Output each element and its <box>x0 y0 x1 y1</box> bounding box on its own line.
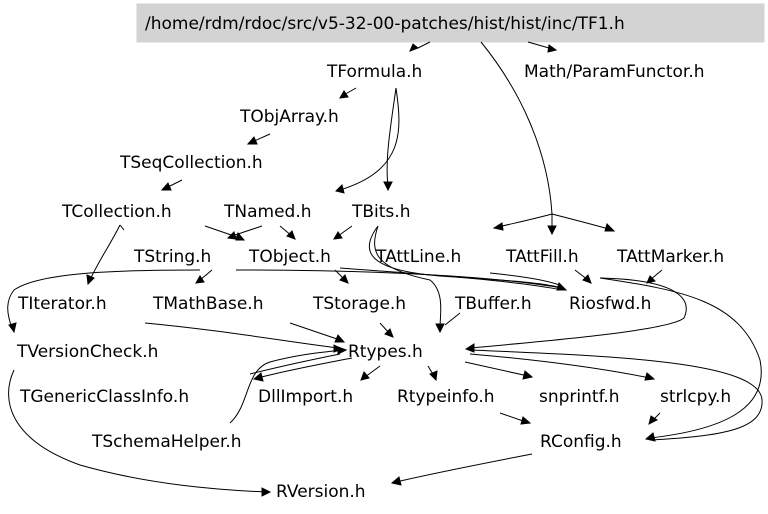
arrowhead <box>646 275 656 284</box>
node-tstring[interactable]: TString.h <box>133 247 211 267</box>
arrowhead <box>261 487 272 497</box>
node-root[interactable]: /home/rdm/rdoc/src/v5-32-00-patches/hist… <box>145 14 625 34</box>
node-tversioncheck[interactable]: TVersionCheck.h <box>16 342 158 362</box>
edge-tbuffer-rconfig <box>599 277 762 439</box>
arrowhead <box>339 274 349 284</box>
node-tnamed[interactable]: TNamed.h <box>223 202 312 222</box>
arrowhead <box>582 274 592 284</box>
edge-rconfig-rversion <box>395 453 533 483</box>
arrowhead <box>360 371 370 381</box>
node-tattline[interactable]: TAttLine.h <box>375 247 461 267</box>
node-tcollection[interactable]: TCollection.h <box>61 202 172 222</box>
arrowhead <box>252 372 264 382</box>
arrowhead <box>226 231 237 240</box>
arrowhead <box>429 370 438 382</box>
edge-tformula-tbits <box>386 87 397 187</box>
arrowhead <box>520 416 532 425</box>
edge-rtypes-snprintf <box>464 361 529 377</box>
node-titerator[interactable]: TIterator.h <box>17 294 107 314</box>
arrowhead <box>335 184 345 194</box>
arrowhead <box>286 230 296 240</box>
node-tformula[interactable]: TFormula.h <box>326 62 422 82</box>
edge-root-tattmarker <box>551 213 613 231</box>
arrowhead <box>195 275 205 284</box>
node-tschemahelper[interactable]: TSchemaHelper.h <box>91 432 242 452</box>
arrowhead <box>86 274 95 286</box>
edge-tversioncheck-rversion <box>8 369 267 493</box>
arrowhead <box>333 231 343 240</box>
edge-tformula-tnamed <box>339 87 400 191</box>
edge-rtypes-strlcpy <box>469 353 651 379</box>
edge-root-tatt <box>480 41 553 215</box>
node-tobjarray[interactable]: TObjArray.h <box>239 107 339 127</box>
node-tobject[interactable]: TObject.h <box>248 247 331 267</box>
arrowhead <box>604 223 616 232</box>
node-rversion[interactable]: RVersion.h <box>276 482 366 502</box>
edge-titerator-rtypes <box>144 322 339 349</box>
arrowhead <box>246 136 258 145</box>
arrowhead <box>334 334 346 343</box>
edge-tattline-riosfwd <box>489 272 563 287</box>
edge-tbits-tobject <box>337 225 353 237</box>
edge-tnamed-tstring <box>231 225 263 237</box>
edge-tattmarker-rtypes <box>469 277 687 349</box>
node-rtypes[interactable]: Rtypes.h <box>348 342 423 362</box>
arrowhead <box>435 323 445 334</box>
edge-root-tformula <box>417 41 431 49</box>
edge-tcollection-titerator <box>89 224 121 281</box>
edge-tbits-rtypes <box>374 225 442 329</box>
arrowhead <box>8 322 17 334</box>
edge-tmathbase-rtypes <box>289 322 341 341</box>
arrowhead <box>464 343 475 353</box>
arrowhead <box>648 415 658 425</box>
arrowhead <box>337 346 348 355</box>
arrowhead <box>383 181 393 192</box>
edge-tgenericclassinfo-rtypes <box>249 353 341 375</box>
arrowhead <box>644 372 656 381</box>
edge-tstring-tversioncheck <box>7 269 201 329</box>
edge-tcollection-tstring <box>119 224 125 231</box>
edge-rtypes-tgenericclassinfo <box>257 357 353 379</box>
node-paramfunctor[interactable]: Math/ParamFunctor.h <box>524 62 705 82</box>
node-tgenericclassinfo[interactable]: TGenericClassInfo.h <box>19 387 189 407</box>
arrowhead <box>390 476 402 486</box>
arrowhead <box>644 432 656 442</box>
arrowhead <box>492 222 504 231</box>
node-riosfwd[interactable]: Riosfwd.h <box>569 294 651 314</box>
arrowhead <box>547 225 557 236</box>
root-node-box <box>136 3 765 43</box>
node-tstorage[interactable]: TStorage.h <box>312 294 406 314</box>
node-tbits[interactable]: TBits.h <box>351 202 410 222</box>
node-dllimport[interactable]: DllImport.h <box>258 387 353 407</box>
edge-tobject-riosfwd <box>339 267 563 291</box>
arrowhead <box>339 90 349 99</box>
edge-tbuffer-rtypes <box>444 312 461 326</box>
arrowhead <box>384 328 394 338</box>
node-tbuffer[interactable]: TBuffer.h <box>454 294 532 314</box>
node-rconfig[interactable]: RConfig.h <box>540 432 622 452</box>
node-tattmarker[interactable]: TAttMarker.h <box>616 247 724 267</box>
edge-tschemahelper-rtypes <box>229 349 343 424</box>
node-tseqcollection[interactable]: TSeqCollection.h <box>119 153 263 173</box>
edge-rtypes-rconfig <box>469 349 763 441</box>
node-tattfill[interactable]: TAttFill.h <box>505 247 579 267</box>
node-tmathbase[interactable]: TMathBase.h <box>152 294 263 314</box>
edge-rtypes-dllimport <box>364 365 381 378</box>
arrowhead <box>235 231 246 241</box>
arrowhead <box>522 370 534 380</box>
node-snprintf[interactable]: snprintf.h <box>539 387 620 407</box>
dependency-edges <box>7 41 763 497</box>
arrowhead <box>160 182 172 191</box>
node-rtypeinfo[interactable]: Rtypeinfo.h <box>397 387 495 407</box>
node-strlcpy[interactable]: strlcpy.h <box>660 387 731 407</box>
arrowhead <box>547 44 558 53</box>
dependency-nodes: /home/rdm/rdoc/src/v5-32-00-patches/hist… <box>16 14 731 502</box>
arrowhead <box>409 43 419 52</box>
